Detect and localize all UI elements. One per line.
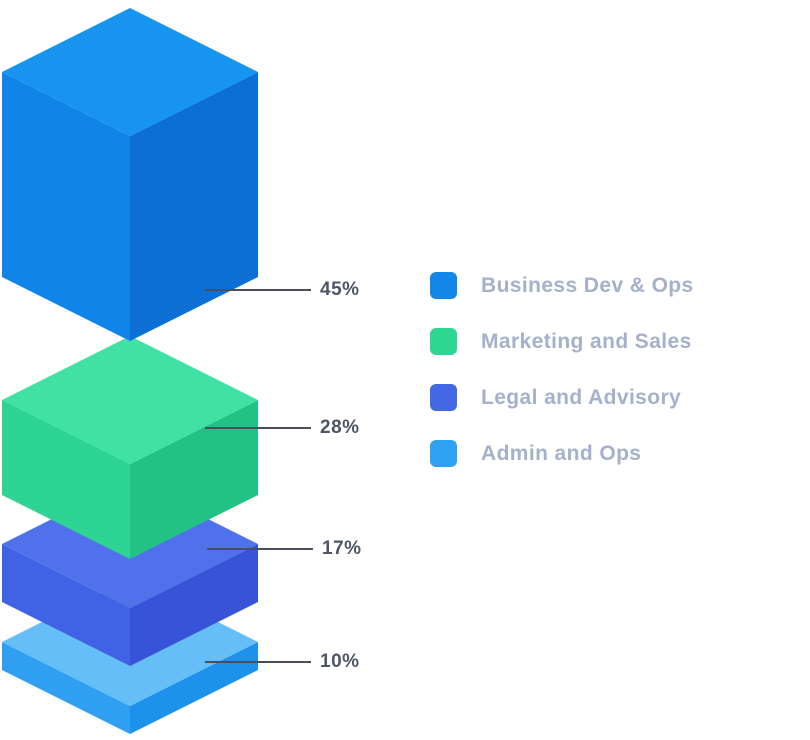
legend-item-marketing-sales: Marketing and Sales [430,328,694,355]
legend-label: Marketing and Sales [481,329,692,353]
isometric-stack-chart [2,8,258,734]
legend-swatch-business-dev-ops [430,272,457,299]
legend-swatch-legal-advisory [430,384,457,411]
block-face-right [130,400,258,559]
callout-line [205,661,311,663]
callout-marketing-sales: 28% [205,416,360,440]
chart-block-2 [2,336,258,559]
legend-label: Admin and Ops [481,441,642,465]
block-face-top [2,8,258,136]
percent-label: 28% [320,417,360,438]
legend-item-legal-advisory: Legal and Advisory [430,384,694,411]
percent-label: 10% [320,651,360,672]
callout-admin-ops: 10% [205,650,360,674]
chart-block-1 [2,8,258,341]
legend-label: Business Dev & Ops [481,273,694,297]
callout-line [207,548,313,550]
block-face-top [2,336,258,464]
legend-label: Legal and Advisory [481,385,682,409]
legend-swatch-admin-ops [430,440,457,467]
callout-line [205,289,311,291]
legend: Business Dev & Ops Marketing and Sales L… [430,272,694,467]
block-face-left [2,544,130,666]
callout-legal-advisory: 17% [207,537,362,561]
block-face-left [2,642,130,734]
percent-label: 45% [320,279,360,300]
legend-item-business-dev-ops: Business Dev & Ops [430,272,694,299]
percent-label: 17% [322,538,362,559]
block-face-right [130,642,258,734]
legend-swatch-marketing-sales [430,328,457,355]
block-face-right [130,72,258,341]
callout-line [205,427,311,429]
block-face-left [2,72,130,341]
block-face-right [130,544,258,666]
block-face-left [2,400,130,559]
callout-business-dev-ops: 45% [205,278,360,302]
legend-item-admin-ops: Admin and Ops [430,440,694,467]
